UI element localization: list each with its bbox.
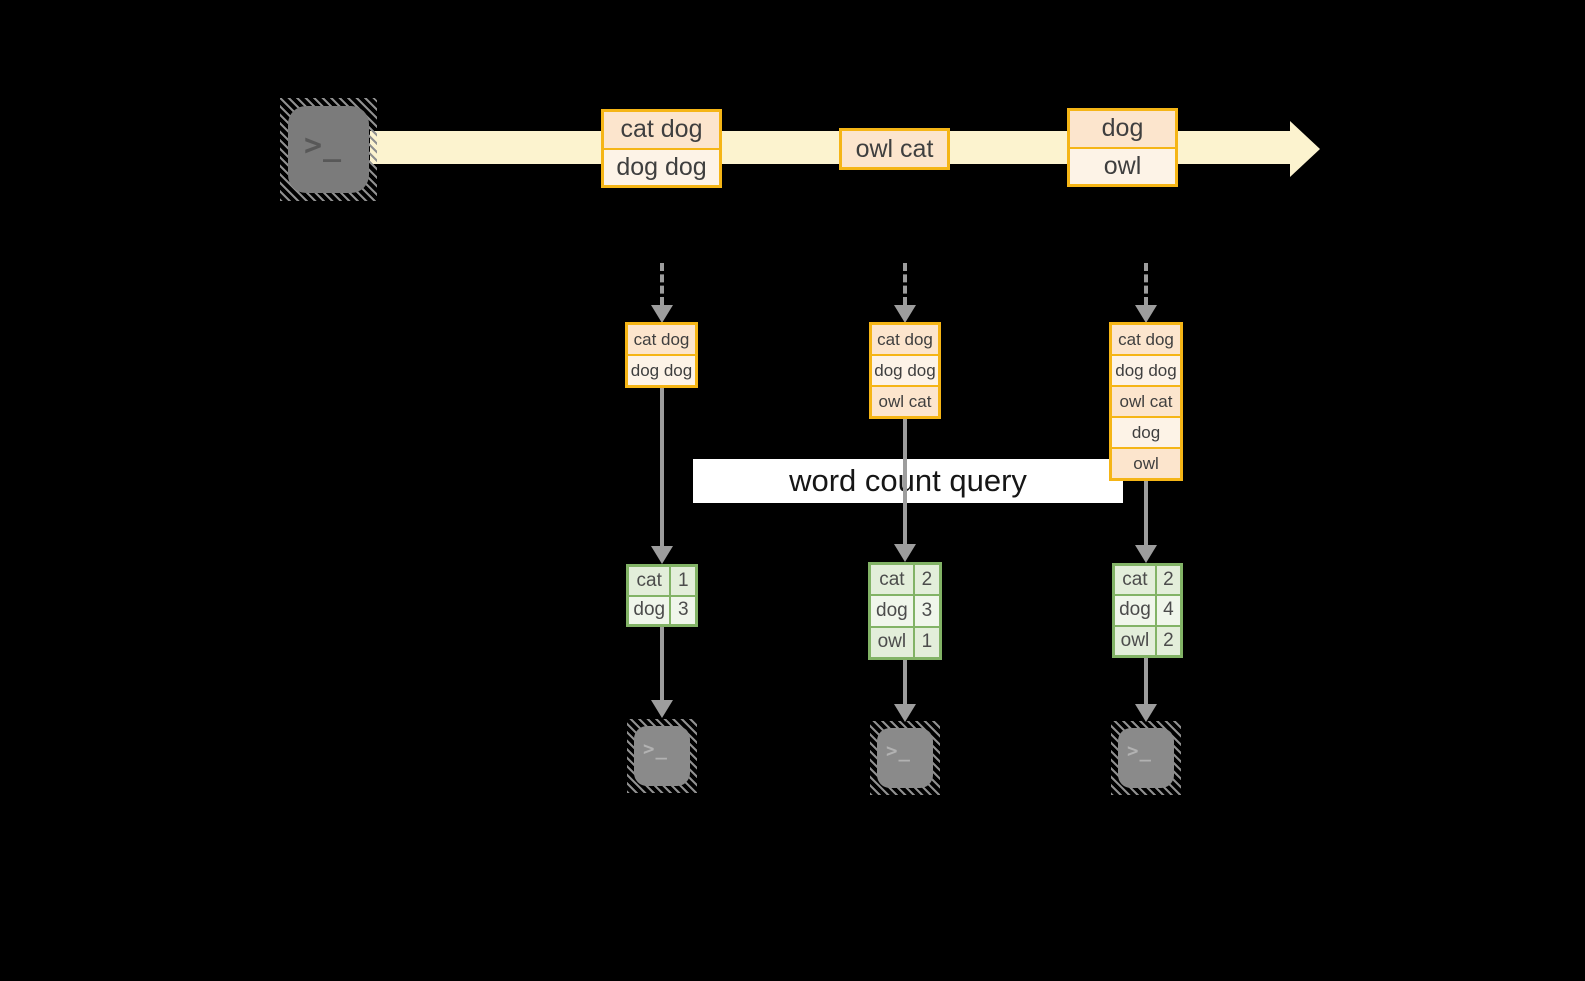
arrowhead-icon [651, 700, 673, 718]
input-stack-3: cat dog dog dog owl cat dog owl [1109, 322, 1183, 481]
input-stack-2: cat dog dog dog owl cat [869, 322, 941, 419]
arrowhead-icon [894, 305, 916, 323]
result-table-1: cat 1 dog 3 [626, 564, 698, 627]
arrowhead-icon [1135, 545, 1157, 563]
terminal-body: >_ [288, 106, 369, 193]
record: dog dog [872, 354, 938, 385]
record: cat dog [604, 112, 719, 148]
input-stack-1: cat dog dog dog [625, 322, 698, 388]
count-cell: 2 [1156, 566, 1180, 595]
connector [903, 660, 907, 704]
source-terminal-icon: >_ [280, 98, 377, 201]
count-cell: 2 [1156, 626, 1180, 655]
word-cell: cat [629, 567, 670, 595]
record: dog [1112, 416, 1180, 447]
word-cell: dog [629, 596, 670, 624]
result-table-2: cat 2 dog 3 owl 1 [868, 562, 942, 660]
word-cell: owl [1115, 626, 1155, 655]
record: owl cat [842, 131, 947, 167]
connector [660, 627, 664, 700]
count-cell: 3 [914, 596, 939, 626]
word-cell: dog [1115, 596, 1155, 625]
record: cat dog [1112, 325, 1180, 354]
arrowhead-icon [894, 544, 916, 562]
count-cell: 1 [914, 627, 939, 657]
arrowhead-icon [1135, 704, 1157, 722]
dashed-connector [1144, 263, 1148, 305]
count-cell: 4 [1156, 596, 1180, 625]
record: dog dog [628, 354, 695, 385]
terminal-prompt-icon: >_ [304, 128, 343, 163]
stream-band-arrowhead-icon [1290, 121, 1320, 177]
terminal-prompt-icon: >_ [643, 738, 668, 760]
stream-batch-3-box: dog owl [1067, 108, 1178, 187]
record: owl cat [872, 385, 938, 416]
record: dog dog [1112, 354, 1180, 385]
terminal-body: >_ [634, 726, 690, 786]
count-cell: 2 [914, 565, 939, 595]
dashed-connector [903, 263, 907, 305]
record: cat dog [628, 325, 695, 354]
stream-batch-2-box: owl cat [839, 128, 950, 170]
count-cell: 1 [671, 567, 695, 595]
connector [1144, 481, 1148, 545]
terminal-body: >_ [877, 728, 933, 788]
record: dog dog [604, 147, 719, 185]
result-table-3: cat 2 dog 4 owl 2 [1112, 563, 1183, 658]
terminal-body: >_ [1118, 728, 1174, 788]
sink-terminal-icon-2: >_ [870, 721, 940, 795]
word-cell: owl [871, 627, 913, 657]
word-cell: cat [1115, 566, 1155, 595]
stream-batch-1-box: cat dog dog dog [601, 109, 722, 188]
record: owl [1070, 146, 1175, 184]
record: dog [1070, 111, 1175, 147]
word-cell: dog [871, 596, 913, 626]
arrowhead-icon [894, 704, 916, 722]
arrowhead-icon [1135, 305, 1157, 323]
count-cell: 3 [671, 596, 695, 624]
connector [660, 388, 664, 546]
word-cell: cat [871, 565, 913, 595]
query-label: word count query [693, 459, 1123, 503]
connector [1144, 658, 1148, 704]
dashed-connector [660, 263, 664, 305]
record: cat dog [872, 325, 938, 354]
record: owl cat [1112, 385, 1180, 416]
arrowhead-icon [651, 546, 673, 564]
sink-terminal-icon-1: >_ [627, 719, 697, 793]
terminal-prompt-icon: >_ [1127, 740, 1152, 762]
record: owl [1112, 447, 1180, 478]
terminal-prompt-icon: >_ [886, 740, 911, 762]
arrowhead-icon [651, 305, 673, 323]
connector [903, 419, 907, 544]
sink-terminal-icon-3: >_ [1111, 721, 1181, 795]
